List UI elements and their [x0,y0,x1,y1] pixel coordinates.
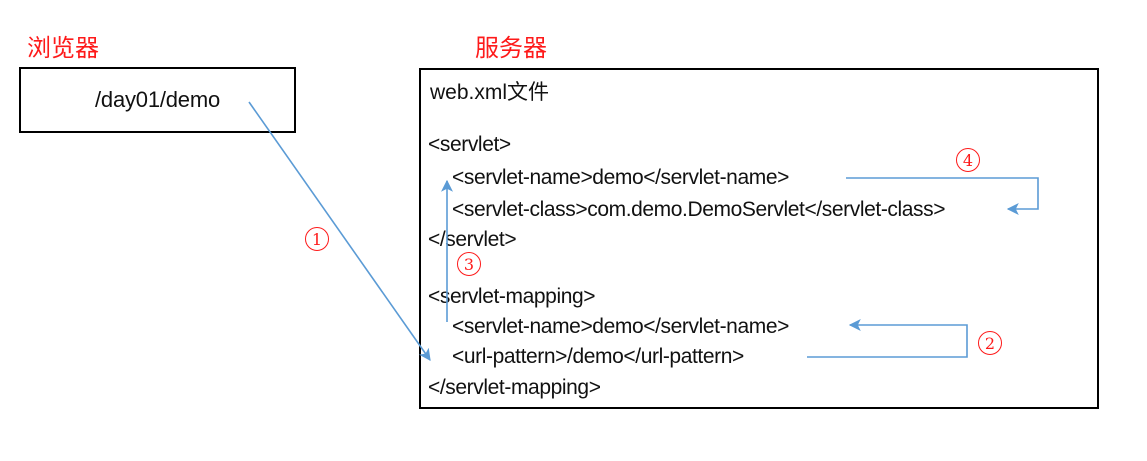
xml-line-servlet-name: <servlet-name>demo</servlet-name> [452,166,789,189]
browser-box: /day01/demo [19,67,296,133]
arrow-1-request-to-url-pattern [248,101,431,361]
step-3-badge: 3 [457,252,481,276]
webxml-file-title: web.xml文件 [430,81,550,104]
xml-line-servlet-class: <servlet-class>com.demo.DemoServlet</ser… [452,198,946,221]
server-section-label: 服务器 [475,34,547,62]
xml-line-servlet-open: <servlet> [428,133,511,156]
step-2-badge: 2 [978,331,1002,355]
step-1-badge: 1 [305,227,329,251]
xml-line-mapping-open: <servlet-mapping> [428,285,596,308]
xml-line-mapping-servlet-name: <servlet-name>demo</servlet-name> [452,315,789,338]
xml-line-url-pattern: <url-pattern>/demo</url-pattern> [452,345,744,368]
xml-line-mapping-close: </servlet-mapping> [428,376,601,399]
xml-line-servlet-close: </servlet> [428,228,517,251]
step-4-badge: 4 [956,148,980,172]
browser-section-label: 浏览器 [27,34,99,62]
request-url-text: /day01/demo [95,87,220,112]
